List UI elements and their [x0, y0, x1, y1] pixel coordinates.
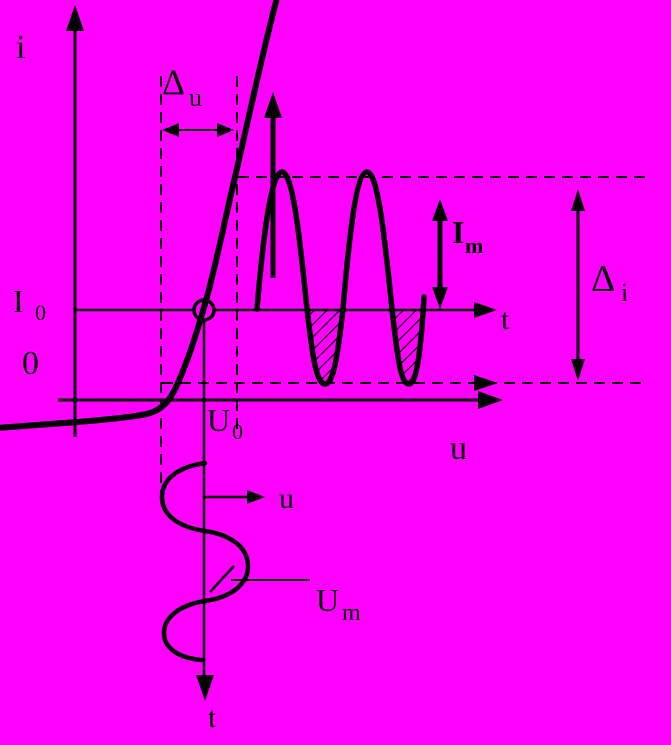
label-bias-current-sub: 0	[35, 300, 46, 325]
delta-i-arrow-bottom-icon	[571, 359, 585, 381]
input-time-axis-arrow-icon	[196, 675, 214, 701]
delta-i-arrow-top-icon	[571, 189, 585, 211]
input-voltage-waveform	[159, 460, 251, 663]
input-amplitude-tick	[209, 565, 235, 593]
output-time-axis-arrow-icon	[474, 302, 497, 318]
label-output-amplitude-sub: m	[465, 233, 483, 258]
output-current-waveform	[254, 169, 427, 387]
delta-u-arrow-right-icon	[217, 123, 234, 137]
transfer-characteristic-curve	[0, 0, 280, 431]
operating-point-marker	[192, 298, 216, 322]
label-bias-voltage-sub: 0	[232, 419, 243, 444]
label-input-time-axis: t	[208, 701, 217, 734]
label-output-time-axis: t	[501, 303, 510, 336]
output-amplitude-arrow-top-icon	[432, 199, 448, 221]
current-axis-arrow-icon	[66, 5, 84, 31]
label-input-amplitude: U	[316, 582, 339, 618]
label-origin: 0	[22, 345, 39, 382]
label-delta-u-sub: u	[189, 83, 202, 112]
dashed-line-arrow-icon	[474, 375, 498, 391]
label-bias-current: I	[13, 283, 24, 319]
output-amplitude-arrow-bottom-icon	[432, 287, 448, 309]
label-input-amplitude-sub: m	[342, 600, 361, 626]
label-delta-u: Δ	[162, 62, 185, 102]
label-delta-i: Δ	[591, 258, 615, 300]
label-voltage-axis: u	[450, 430, 467, 467]
label-bias-voltage: U	[207, 402, 230, 438]
label-delta-i-sub: i	[621, 278, 628, 307]
input-signal-axis-arrow-icon	[247, 490, 265, 504]
output-current-axis-arrow-icon	[264, 92, 282, 118]
delta-u-arrow-left-icon	[162, 123, 179, 137]
voltage-axis-arrow-icon	[478, 391, 503, 409]
label-output-amplitude: I	[452, 214, 464, 250]
label-current-axis: i	[16, 29, 25, 66]
label-input-signal-axis: u	[279, 482, 294, 515]
